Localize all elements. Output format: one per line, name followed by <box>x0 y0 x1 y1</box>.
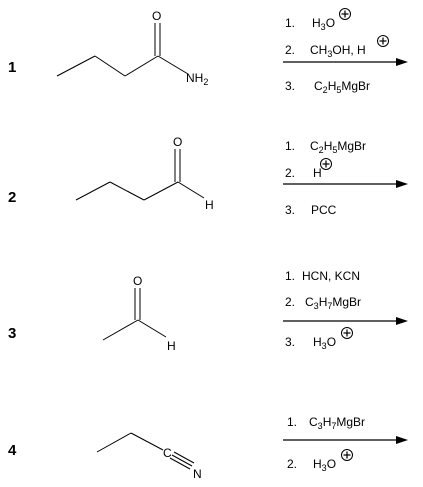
reaction-1: 1 O NH2 1. H3O 2. CH3OH, H <box>8 8 408 95</box>
hydrogen-atom: H <box>205 198 214 212</box>
reagent-text: HCN, KCN <box>302 269 360 283</box>
molecule-propanenitrile: C N <box>96 432 202 481</box>
amine-group: NH2 <box>186 71 208 87</box>
step-index: 1. <box>287 415 297 429</box>
oxygen-atom: O <box>173 135 182 149</box>
hydrogen-atom: H <box>167 339 176 353</box>
reaction-number: 2 <box>8 189 16 206</box>
reagent-list: 1. HCN, KCN 2. C3H7MgBr 3. H3O <box>283 269 408 351</box>
reagent-text: H3O <box>313 457 336 473</box>
nitrogen-atom: N <box>193 467 202 481</box>
reagent-text: H <box>313 166 322 180</box>
reagent-text: H3O <box>313 335 336 351</box>
step-index: 1. <box>285 139 295 153</box>
reagent-text: C2H5MgBr <box>314 79 370 95</box>
reagent-text: C3H7MgBr <box>305 295 361 311</box>
step-index: 3. <box>285 335 295 349</box>
positive-charge-icon <box>377 35 389 47</box>
reagent-text: C2H5MgBr <box>310 139 366 155</box>
reaction-arrow <box>283 436 408 444</box>
reaction-3: 3 O H 1. HCN, KCN 2. C3H7MgBr 3. H3O <box>8 269 408 353</box>
reagent-text: PCC <box>311 203 337 217</box>
reagent-list: 1. C3H7MgBr 2. H3O <box>283 415 408 473</box>
molecule-butanal: O H <box>75 135 214 212</box>
positive-charge-icon <box>339 8 351 20</box>
reaction-number: 3 <box>8 325 16 342</box>
step-index: 2. <box>287 457 297 471</box>
step-index: 2. <box>285 43 295 57</box>
reaction-number: 1 <box>8 59 16 76</box>
reaction-4: 4 C N 1. C3H7MgBr 2. H3O <box>8 415 408 481</box>
reagent-text: H3O <box>312 16 335 32</box>
step-index: 3. <box>285 203 295 217</box>
molecule-butanamide: O NH2 <box>56 9 208 87</box>
oxygen-atom: O <box>133 274 142 288</box>
reaction-arrow <box>283 58 408 66</box>
step-index: 2. <box>285 166 295 180</box>
molecule-acetaldehyde: O H <box>102 274 176 353</box>
positive-charge-icon <box>341 327 353 339</box>
positive-charge-icon <box>341 449 353 461</box>
step-index: 1. <box>285 16 295 30</box>
step-index: 1. <box>285 269 295 283</box>
positive-charge-icon <box>320 158 332 170</box>
reaction-number: 4 <box>8 442 17 459</box>
step-index: 2. <box>285 295 295 309</box>
carbon-atom: C <box>163 446 172 460</box>
reaction-arrow <box>283 317 408 325</box>
reaction-2: 2 O H 1. C2H5MgBr 2. H <box>8 135 408 217</box>
reagent-text: CH3OH, H <box>310 43 366 59</box>
reaction-arrow <box>283 180 408 188</box>
step-index: 3. <box>285 79 295 93</box>
reagent-list: 1. H3O 2. CH3OH, H 3. C2H5MgBr <box>283 8 408 95</box>
reagent-list: 1. C2H5MgBr 2. H 3. PCC <box>283 139 408 217</box>
reagent-text: C3H7MgBr <box>309 415 365 431</box>
oxygen-atom: O <box>152 9 161 23</box>
